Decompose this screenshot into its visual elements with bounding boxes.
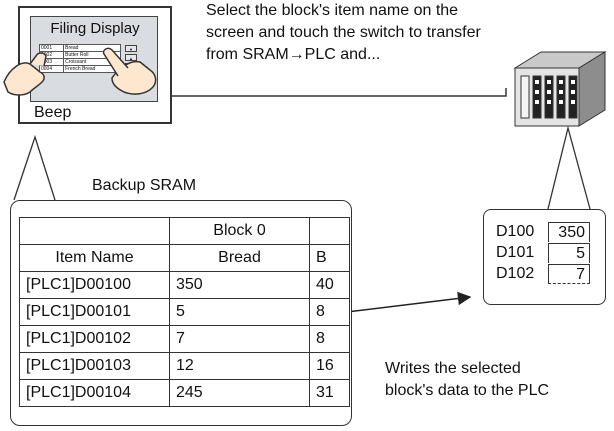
result-line-1: Writes the selected: [385, 360, 521, 377]
result-line-2: block's data to the PLC: [385, 382, 550, 399]
sram-value-cell: 12: [169, 352, 310, 380]
sram-address-cell: [PLC1]D00100: [19, 271, 170, 299]
sram-address-cell: [PLC1]D00104: [19, 379, 170, 407]
sram-next-value-cell: 16: [309, 352, 350, 380]
instruction-line-1: Select the block's item name on the: [206, 2, 459, 19]
instruction-line-3: from SRAM→PLC and...: [206, 46, 381, 63]
sram-value-cell: 5: [169, 298, 310, 326]
sram-title: Backup SRAM: [92, 177, 197, 194]
sram-address-cell: [PLC1]D00102: [19, 325, 170, 353]
beep-label: Beep: [34, 104, 72, 121]
sram-address-cell: [PLC1]D00101: [19, 298, 170, 326]
sram-block-header-row: Block 0: [19, 217, 350, 245]
sram-callout: [13, 134, 56, 201]
sram-value-cell: 7: [169, 325, 310, 353]
sram-value-cell: 245: [169, 379, 310, 407]
result-text: Writes the selected block's data to the …: [385, 358, 549, 402]
plc-value-cell: 350: [548, 222, 590, 242]
panel-plc-connector: [172, 88, 507, 97]
block-header: Block 0: [169, 217, 310, 245]
next-block-header: B: [309, 244, 350, 272]
sram-next-value-cell: 31: [309, 379, 350, 407]
plc-address-label: D102: [496, 265, 535, 282]
sram-value-cell: 350: [169, 271, 310, 299]
screen-title: Filing Display: [50, 20, 140, 37]
sram-next-value-cell: 8: [309, 298, 350, 326]
empty-header-cell: [19, 217, 170, 245]
sram-address-cell: [PLC1]D00103: [19, 352, 170, 380]
empty-header-cell: [309, 217, 350, 245]
item-name-header: Item Name: [19, 244, 170, 272]
plc-value-cell: 5: [548, 243, 590, 263]
plc-icon: [513, 51, 607, 127]
plc-address-label: D101: [496, 244, 535, 261]
plc-callout: [547, 125, 591, 210]
instruction-text: Select the block's item name on the scre…: [206, 0, 481, 66]
plc-address-label: D100: [496, 223, 535, 240]
mini-down-icon[interactable]: ▼: [125, 45, 137, 52]
bread-header: Bread: [169, 244, 310, 272]
mini-row-code: 0004: [38, 65, 65, 73]
sram-next-value-cell: 8: [309, 325, 350, 353]
mini-up-icon[interactable]: ▲: [125, 54, 137, 61]
sram-item-header-row: Item Name Bread B: [19, 244, 350, 272]
hands-icon: [3, 47, 157, 96]
instruction-line-2: screen and touch the switch to transfer: [206, 24, 481, 41]
sram-next-value-cell: 40: [309, 271, 350, 299]
plc-value-cell: 7: [548, 264, 590, 284]
